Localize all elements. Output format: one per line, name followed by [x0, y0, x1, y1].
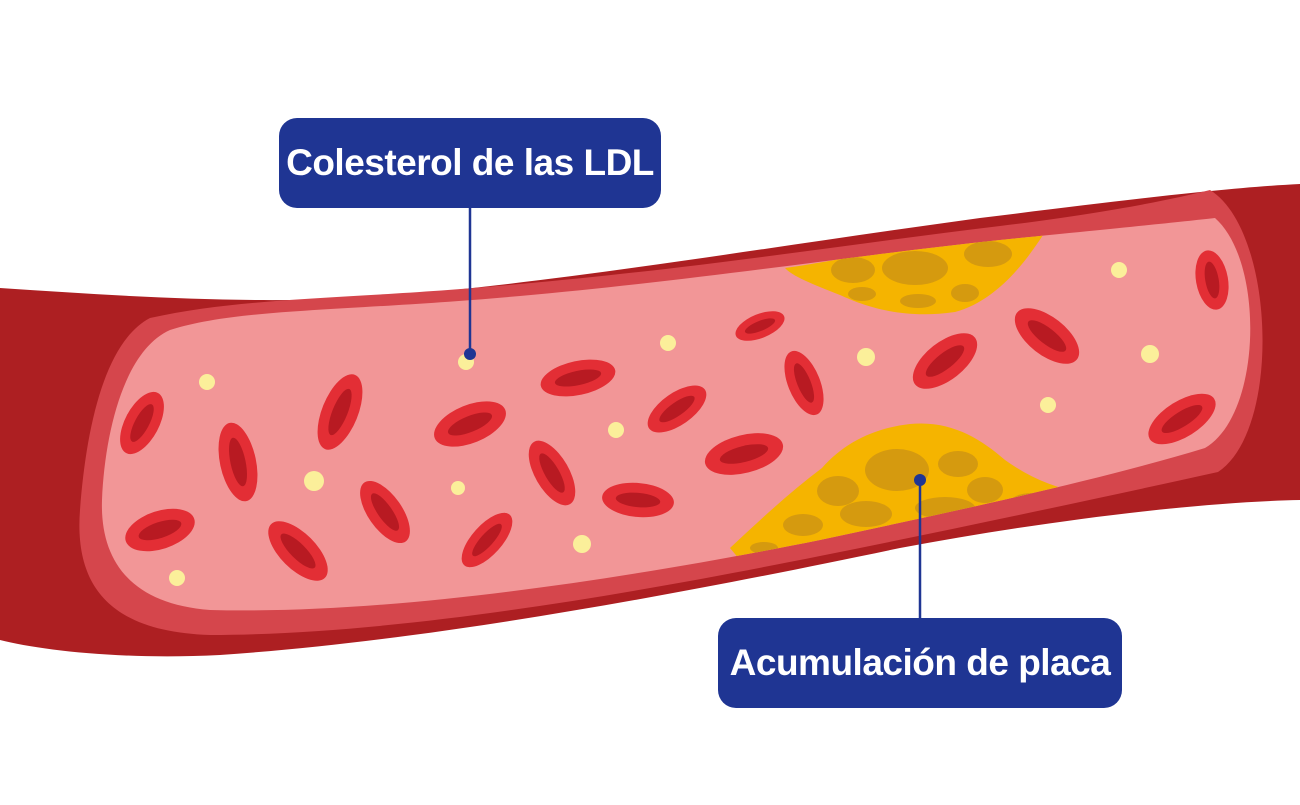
- red-blood-cell-icon: [120, 391, 164, 455]
- red-blood-cell-icon: [1014, 308, 1080, 364]
- red-blood-cell-icon: [1148, 393, 1216, 445]
- red-blood-cell-icon: [912, 333, 978, 389]
- red-blood-cell-icon: [434, 401, 506, 447]
- ldl-particle-icon: [1111, 262, 1127, 278]
- red-blood-cell-icon: [461, 512, 513, 568]
- ldl-cholesterol-label: Colesterol de las LDL: [279, 118, 661, 208]
- red-blood-cell-icon: [540, 359, 616, 397]
- red-blood-cell-icon: [218, 422, 258, 502]
- red-blood-cell-icon: [125, 508, 195, 552]
- plaque-marker-dot: [914, 474, 926, 486]
- ldl-particle-icon: [199, 374, 215, 390]
- plaque-deposit-top: [785, 232, 1045, 315]
- ldl-marker-dot: [464, 348, 476, 360]
- ldl-particle-icon: [660, 335, 676, 351]
- ldl-cholesterol-label-text: Colesterol de las LDL: [286, 142, 654, 183]
- ldl-particle-icon: [608, 422, 624, 438]
- ldl-particle-icon: [1141, 345, 1159, 363]
- red-blood-cell-icon: [647, 385, 707, 433]
- ldl-particle-icon: [857, 348, 875, 366]
- ldl-particle-icon: [451, 481, 465, 495]
- red-blood-cell-icon: [735, 311, 785, 341]
- ldl-leader: [464, 208, 476, 360]
- ldl-particle-icon: [169, 570, 185, 586]
- red-blood-cell-icon: [784, 350, 824, 416]
- red-blood-cell-icon: [268, 521, 328, 581]
- ldl-particle-icon: [1040, 397, 1056, 413]
- red-blood-cell-icon: [704, 433, 784, 475]
- red-blood-cell-icon: [360, 480, 410, 544]
- plaque-buildup-label: Acumulación de placa: [718, 618, 1122, 708]
- red-blood-cell-icon: [602, 482, 674, 518]
- ldl-particle-icon: [573, 535, 591, 553]
- red-blood-cell-icon: [528, 440, 576, 506]
- red-blood-cell-icon: [1195, 250, 1229, 310]
- plaque-leader: [914, 474, 926, 618]
- ldl-particle-icon: [304, 471, 324, 491]
- plaque-buildup-label-text: Acumulación de placa: [729, 642, 1111, 683]
- red-blood-cell-icon: [317, 374, 363, 450]
